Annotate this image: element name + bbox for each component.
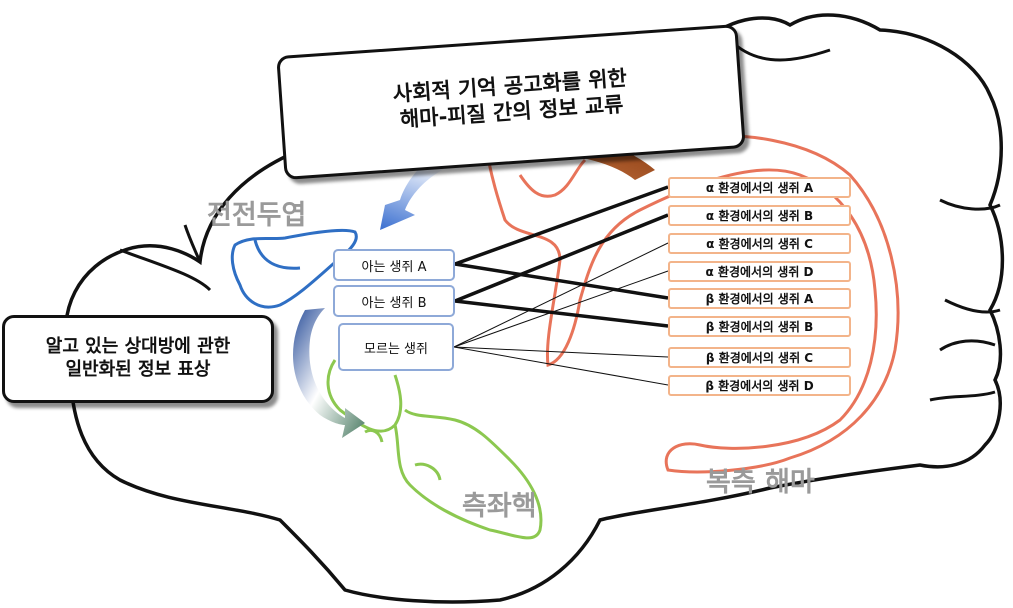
link-a-alpha-a	[454, 185, 669, 266]
accumbens-outline	[326, 359, 543, 540]
env-box-beta-b: β 환경에서의 생쥐 B	[668, 316, 851, 337]
link-b-alpha-b	[454, 213, 669, 303]
env-box-alpha-b: α 환경에서의 생쥐 B	[668, 205, 851, 226]
link-b-beta-b	[454, 299, 669, 328]
region-label-prefrontal: 전전두엽	[207, 200, 307, 231]
link-a-beta-a	[454, 262, 669, 300]
callout-generalized-representation: 알고 있는 상대방에 관한 일반화된 정보 표상	[2, 315, 274, 403]
env-box-alpha-c: α 환경에서의 생쥐 C	[668, 233, 851, 254]
mouse-box-unknown: 모르는 생쥐	[338, 323, 454, 371]
link-u-beta-d	[453, 346, 669, 386]
region-label-ventral-hippocampus: 복측 해마	[706, 467, 815, 498]
env-box-beta-c: β 환경에서의 생쥐 C	[668, 347, 851, 368]
link-u-alpha-d	[453, 270, 669, 348]
arrow-cortex-to-accumbens	[293, 308, 365, 438]
callout-left-line2: 일반화된 정보 표상	[65, 358, 211, 380]
link-u-alpha-c	[453, 242, 669, 348]
mouse-box-known-b: 아는 생쥐 B	[333, 285, 455, 317]
env-box-alpha-a: α 환경에서의 생쥐 A	[668, 177, 851, 198]
env-box-beta-a: β 환경에서의 생쥐 A	[668, 288, 851, 309]
env-box-alpha-d: α 환경에서의 생쥐 D	[668, 261, 851, 282]
cerebellum-lines	[119, 38, 1001, 402]
region-label-accumbens: 측좌핵	[462, 491, 537, 522]
mouse-box-known-a: 아는 생쥐 A	[333, 249, 455, 281]
connections-unknown	[453, 242, 669, 386]
env-box-beta-d: β 환경에서의 생쥐 D	[668, 375, 851, 396]
callout-left-line1: 알고 있는 상대방에 관한	[45, 336, 231, 357]
link-u-beta-c	[453, 346, 669, 358]
connections-known	[454, 185, 669, 328]
